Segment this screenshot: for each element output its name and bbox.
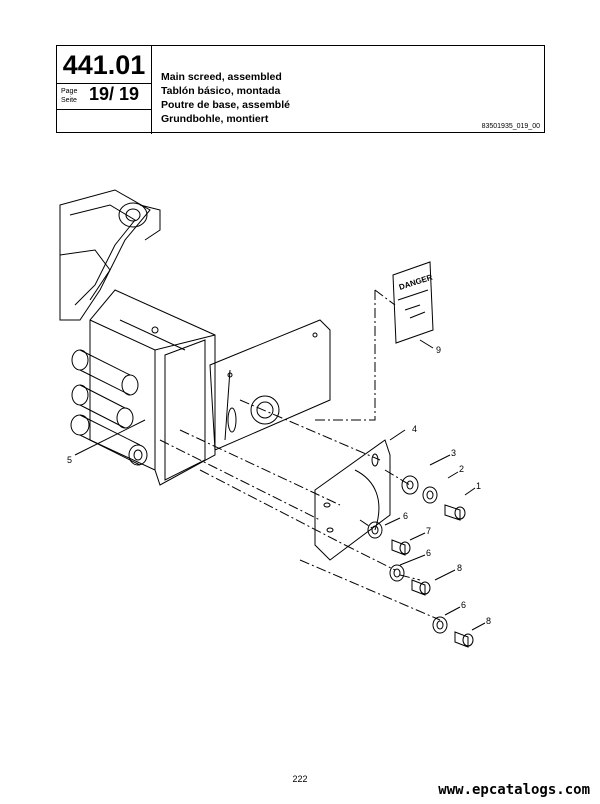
- callout-5: 5: [67, 455, 72, 465]
- callout-1: 1: [476, 481, 481, 491]
- callout-6: 6: [461, 600, 466, 610]
- callout-9: 9: [436, 345, 441, 355]
- main-screed-box: [89, 289, 216, 486]
- washer-2: [422, 486, 438, 504]
- rollers: [70, 349, 148, 466]
- page-value: 19/ 19: [89, 84, 140, 104]
- bushing: [118, 202, 148, 228]
- header-box: 441.01 Page Seite 19/ 19 Main screed, as…: [56, 45, 545, 134]
- page-label: Page Seite: [61, 87, 77, 105]
- page-label-en: Page: [61, 88, 78, 95]
- callout-6: 6: [426, 548, 431, 558]
- bolt-8b: [454, 631, 474, 648]
- section-number: 441.01: [62, 50, 146, 80]
- side-plate: [209, 319, 331, 451]
- title-es: Tablón básico, montada: [161, 85, 281, 97]
- title-de: Grundbohle, montiert: [161, 113, 269, 125]
- bolt-7: [391, 539, 411, 556]
- callout-2: 2: [459, 464, 464, 474]
- bolt-8a: [411, 579, 431, 596]
- callout-3: 3: [451, 448, 456, 458]
- washer-6a: [367, 521, 383, 539]
- divider: [57, 83, 151, 84]
- danger-sign-text: DANGER: [398, 273, 434, 292]
- website-watermark[interactable]: www.epcatalogs.com: [438, 782, 590, 798]
- callout-6: 6: [403, 511, 408, 521]
- callout-8: 8: [457, 563, 462, 573]
- callout-7: 7: [426, 526, 431, 536]
- section-box: 441.01 Page Seite 19/ 19: [57, 46, 152, 134]
- page-label-de: Seite: [61, 97, 77, 104]
- frame-upper: [59, 189, 151, 321]
- bracket-plate: [314, 439, 391, 561]
- washer-6b: [389, 564, 405, 582]
- danger-sign: [392, 261, 434, 344]
- washer-3: [401, 475, 419, 495]
- document-code: 83501935_019_00: [481, 123, 540, 130]
- exploded-parts-diagram: DANGER 9 5 4 3 2 1 6 7 6 8 6 8: [59, 189, 491, 648]
- callout-8: 8: [486, 616, 491, 626]
- washer-6c: [432, 616, 448, 634]
- title-fr: Poutre de base, assemblé: [161, 99, 290, 111]
- page-number: 222: [292, 774, 308, 784]
- callout-4: 4: [412, 424, 417, 434]
- bolt-1: [444, 504, 466, 521]
- title-en: Main screed, assembled: [161, 71, 282, 83]
- title-block: Main screed, assembled Tablón básico, mo…: [161, 70, 290, 126]
- divider: [57, 109, 151, 110]
